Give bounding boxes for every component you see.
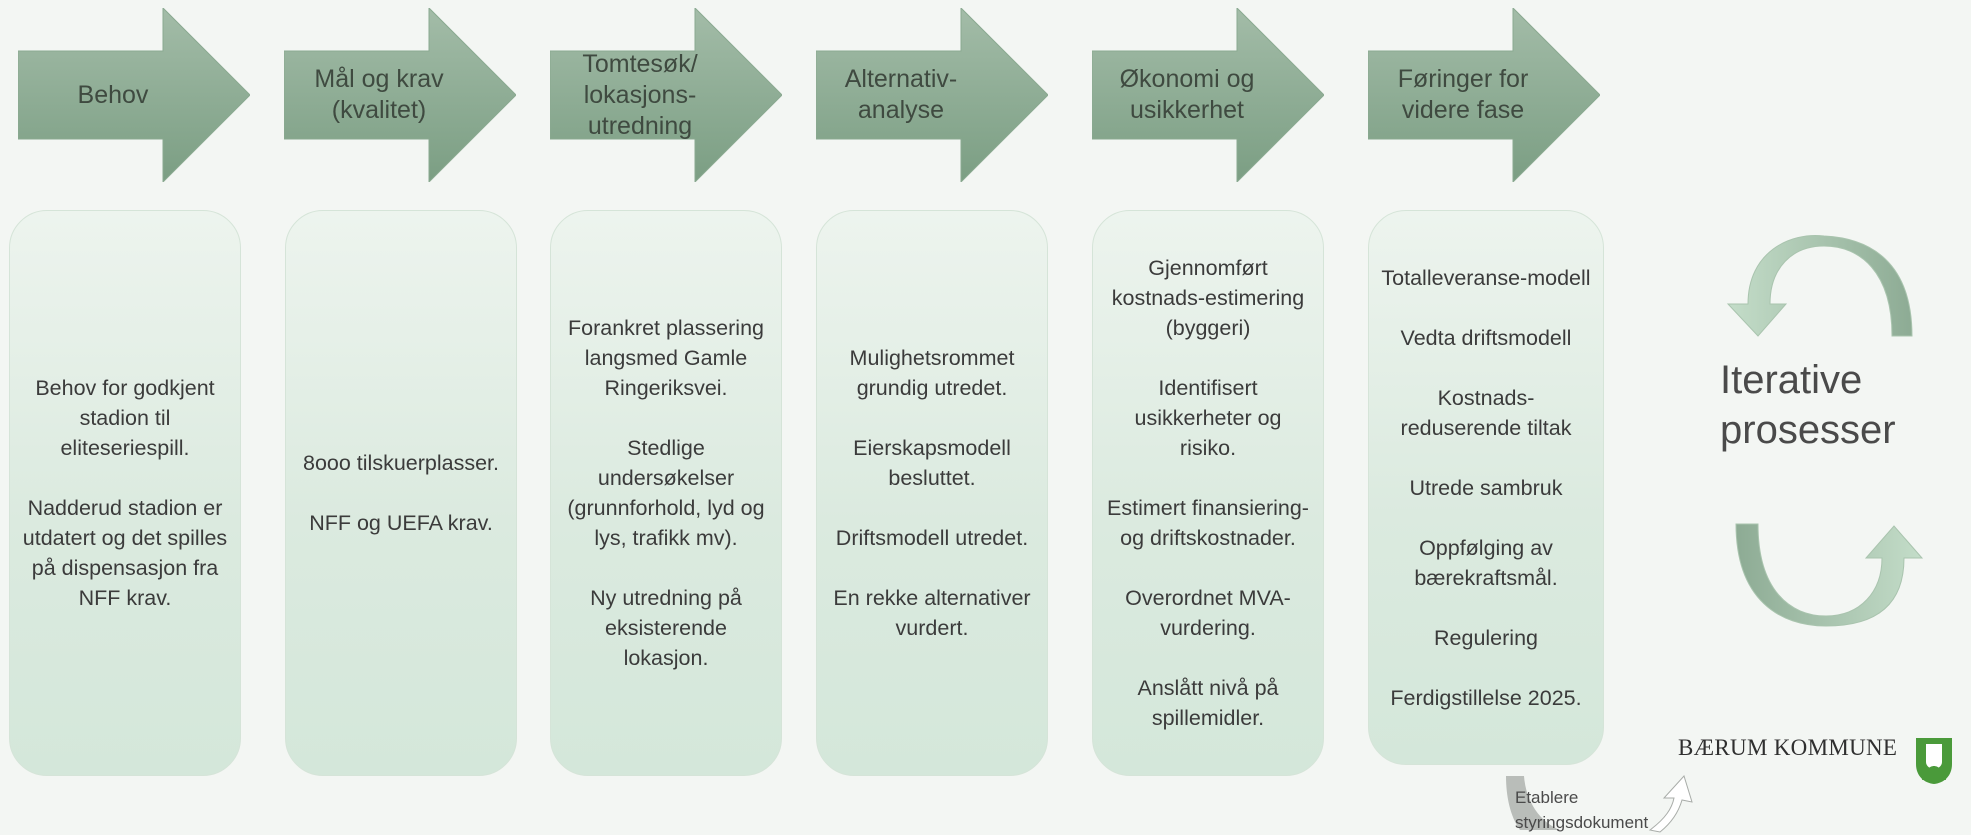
card-item: Gjennomført kostnads-estimering (byggeri… <box>1111 256 1305 340</box>
stage-label: Mål og krav (kvalitet) <box>314 65 444 124</box>
stage-arrow-foringer: Føringer for videre fase <box>1368 8 1600 182</box>
card-item: Ferdigstillelse 2025. <box>1390 685 1582 710</box>
stage-card-tomtesok: Forankret plassering langsmed Gamle Ring… <box>550 210 782 776</box>
card-item: En rekke alternativer vurdert. <box>833 586 1031 640</box>
cycle-label: Iterative prosesser <box>1720 358 1896 452</box>
arrow-shape <box>550 8 782 182</box>
card-item: Driftsmodell utredet. <box>835 526 1029 550</box>
card-item: Stedlige undersøkelser (grunnforhold, ly… <box>567 436 765 550</box>
card-item: Behov for godkjent stadion til eliteseri… <box>35 376 215 460</box>
card-item: Oppfølging av bærekraftsmål. <box>1414 535 1558 590</box>
cycle-arrow-bottom-icon <box>1735 523 1924 627</box>
card-item: Overordnet MVA-vurdering. <box>1125 586 1291 640</box>
card-item: Regulering <box>1434 625 1538 650</box>
card-item: Utrede sambruk <box>1409 475 1563 500</box>
card-item: NFF og UEFA krav. <box>309 511 493 535</box>
footnote-arrows-icon <box>1506 775 1693 833</box>
card-item: Forankret plassering langsmed Gamle Ring… <box>568 316 764 400</box>
arrow-shape <box>1368 8 1600 182</box>
card-item: Totalleveranse-modell <box>1381 265 1591 290</box>
card-item: Mulighetsrommet grundig utredet. <box>849 346 1015 400</box>
stage-card-mal-og-krav: 8ooo tilskuerplasser. NFF og UEFA krav. <box>285 210 517 776</box>
stage-label: Tomtesøk/ lokasjons-utredning <box>582 49 698 140</box>
stage-card-behov: Behov for godkjent stadion til eliteseri… <box>9 210 241 776</box>
stage-card-foringer: Totalleveranse-modell Vedta driftsmodell… <box>1368 210 1604 765</box>
card-item: Ny utredning på eksisterende lokasjon. <box>590 586 742 670</box>
municipality-shield-icon <box>1916 738 1952 784</box>
card-item: Nadderud stadion er utdatert og det spil… <box>22 496 228 610</box>
stage-label: Behov <box>77 80 149 109</box>
card-item: Anslått nivå på spillemidler. <box>1137 676 1279 730</box>
card-item: Vedta driftsmodell <box>1400 325 1572 350</box>
card-item: 8ooo tilskuerplasser. <box>303 451 499 475</box>
card-item: Kostnads-reduserende tiltak <box>1400 385 1572 440</box>
arrow-shape <box>1092 8 1324 182</box>
stage-label: Alternativ-analyse <box>844 65 958 124</box>
arrow-shape <box>18 8 250 182</box>
cycle-arrow-top-icon <box>1726 235 1913 337</box>
stage-arrow-mal-og-krav: Mål og krav (kvalitet) <box>284 8 516 182</box>
stage-arrow-alternativanalyse: Alternativ-analyse <box>816 8 1048 182</box>
stage-label: Økonomi og usikkerhet <box>1119 65 1255 124</box>
stage-card-alternativanalyse: Mulighetsrommet grundig utredet. Eierska… <box>816 210 1048 776</box>
stage-card-okonomi: Gjennomført kostnads-estimering (byggeri… <box>1092 210 1324 776</box>
card-item: Estimert finansiering- og driftskostnade… <box>1107 496 1309 550</box>
card-item: Eierskapsmodell besluttet. <box>853 436 1011 490</box>
footnote-text: Etablere styringsdokument <box>1515 788 1649 832</box>
logo-text: BÆRUM KOMMUNE <box>1678 735 1898 760</box>
stage-arrow-tomtesok: Tomtesøk/ lokasjons-utredning <box>550 8 782 182</box>
arrow-shape <box>284 8 516 182</box>
stage-arrow-behov: Behov <box>18 8 250 182</box>
stage-label: Føringer for videre fase <box>1397 65 1529 124</box>
stage-arrow-okonomi: Økonomi og usikkerhet <box>1092 8 1324 182</box>
card-item: Identifisert usikkerheter og risiko. <box>1134 376 1282 460</box>
arrow-shape <box>816 8 1048 182</box>
